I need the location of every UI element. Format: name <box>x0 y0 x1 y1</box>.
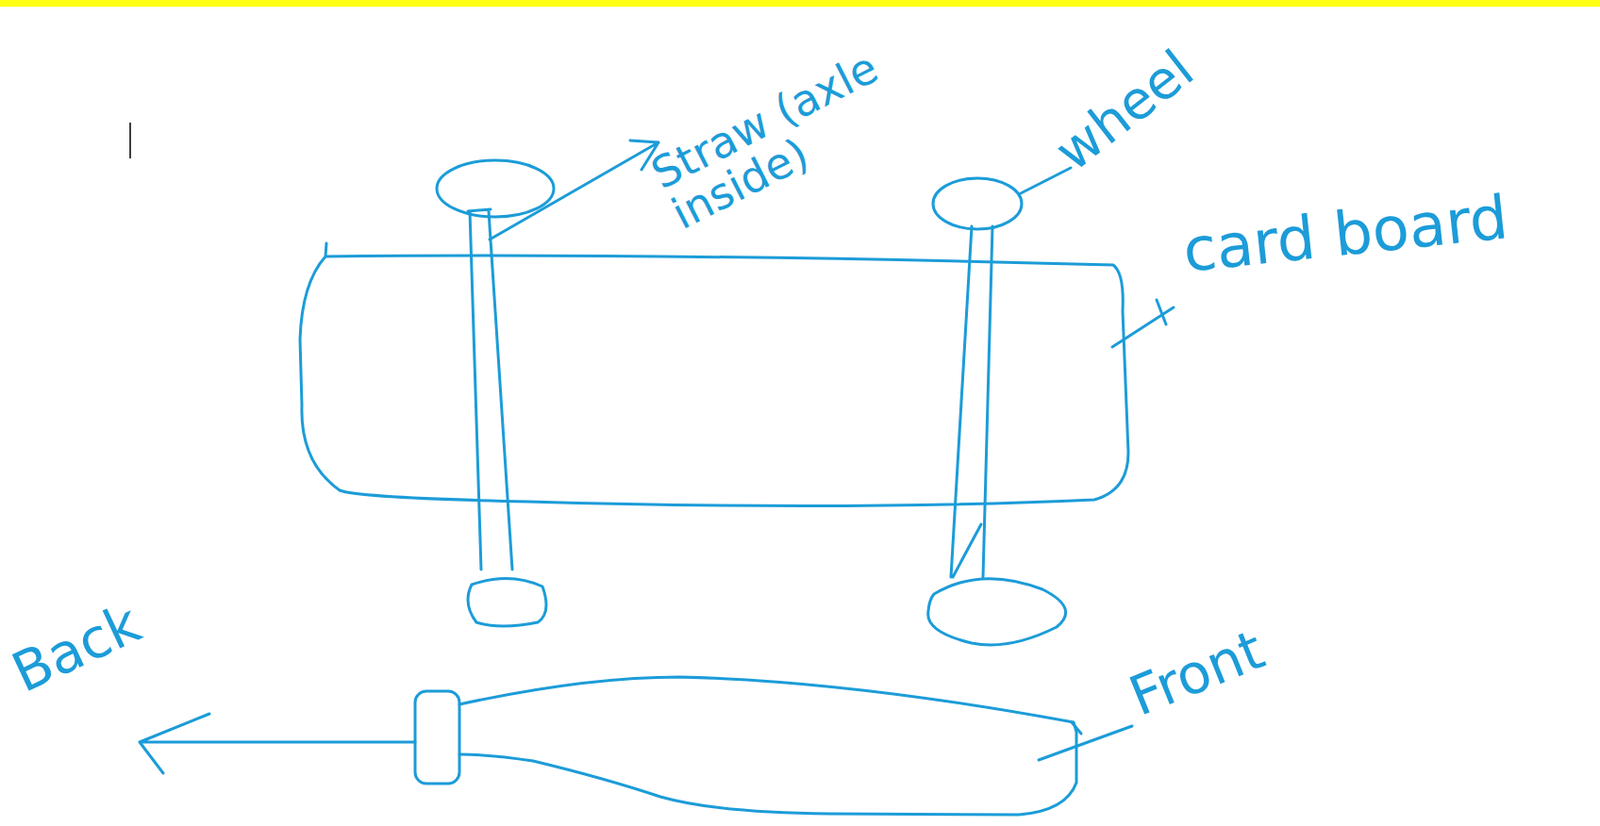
text-cursor <box>129 122 132 159</box>
wheel <box>415 691 460 784</box>
straw-axle <box>467 209 513 570</box>
leader-line <box>1038 726 1133 761</box>
part-label: Straw (axle inside) <box>644 23 947 238</box>
highlight-bar <box>0 0 1600 7</box>
car-side-view <box>459 677 1077 816</box>
leader-line <box>1020 167 1071 194</box>
leader-line <box>1112 300 1174 348</box>
leader-arrow <box>489 140 659 240</box>
direction-arrow <box>139 714 416 774</box>
direction-label: Back <box>3 594 149 703</box>
cardboard-body <box>300 243 1129 507</box>
wheel <box>928 579 1067 646</box>
part-label: card board <box>1180 185 1512 284</box>
car-side-view <box>1071 722 1082 734</box>
wheel <box>436 160 554 217</box>
part-label: wheel <box>1046 40 1204 181</box>
straw-axle <box>950 226 993 578</box>
direction-label: Front <box>1121 620 1272 726</box>
wheel <box>933 178 1022 230</box>
wheel <box>467 578 547 627</box>
